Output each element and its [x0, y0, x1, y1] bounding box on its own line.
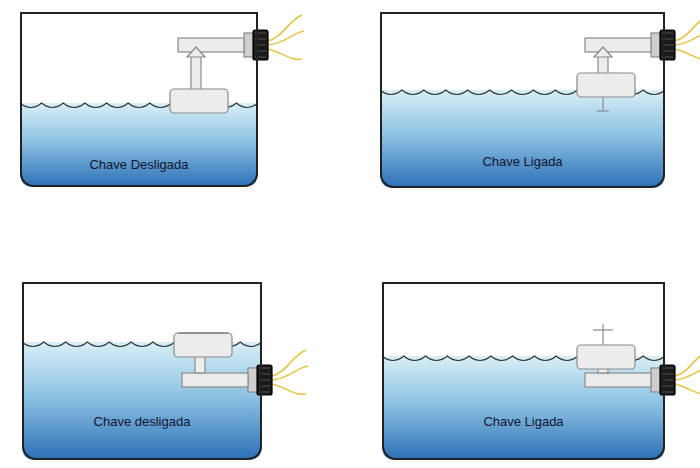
- switch-state-label: Chave Ligada: [384, 414, 663, 429]
- tank: Chave desligada: [22, 282, 262, 460]
- wire: [675, 49, 700, 59]
- switch-housing: [178, 38, 244, 52]
- stem-arrow: [187, 47, 205, 57]
- wire: [268, 15, 302, 41]
- mounting-nut: [253, 30, 268, 60]
- stem-tip: [602, 97, 603, 111]
- stem-tip: [602, 324, 603, 345]
- stem-tip: [597, 110, 609, 111]
- wire: [268, 31, 304, 45]
- switch-housing: [585, 38, 651, 52]
- water: [380, 90, 665, 188]
- water: [382, 356, 665, 460]
- switch-stem: [191, 52, 201, 92]
- float: [170, 89, 228, 113]
- wire: [272, 350, 306, 376]
- tank: Chave Desligada: [20, 12, 258, 187]
- mounting-nut: [660, 365, 675, 395]
- wire: [675, 366, 700, 380]
- switch-housing: [585, 373, 651, 387]
- switch-state-label: Chave Desligada: [22, 157, 256, 172]
- wire: [675, 384, 700, 394]
- float: [577, 73, 635, 97]
- float-cap: [178, 332, 228, 333]
- tank: Chave Ligada: [380, 12, 665, 188]
- float: [577, 345, 635, 369]
- water: [22, 342, 262, 460]
- wire: [268, 49, 302, 59]
- switch-state-label: Chave Ligada: [382, 154, 663, 169]
- wire: [272, 366, 308, 380]
- wire: [675, 31, 700, 45]
- switch-state-label: Chave desligada: [24, 414, 260, 429]
- float: [174, 333, 232, 357]
- stem-tip: [593, 329, 613, 330]
- tank: Chave Ligada: [382, 282, 665, 460]
- stem-arrow: [594, 47, 612, 57]
- mounting-nut: [660, 30, 675, 60]
- mounting-nut: [257, 365, 272, 395]
- switch-housing: [182, 373, 248, 387]
- water: [20, 103, 258, 187]
- wire: [272, 384, 306, 394]
